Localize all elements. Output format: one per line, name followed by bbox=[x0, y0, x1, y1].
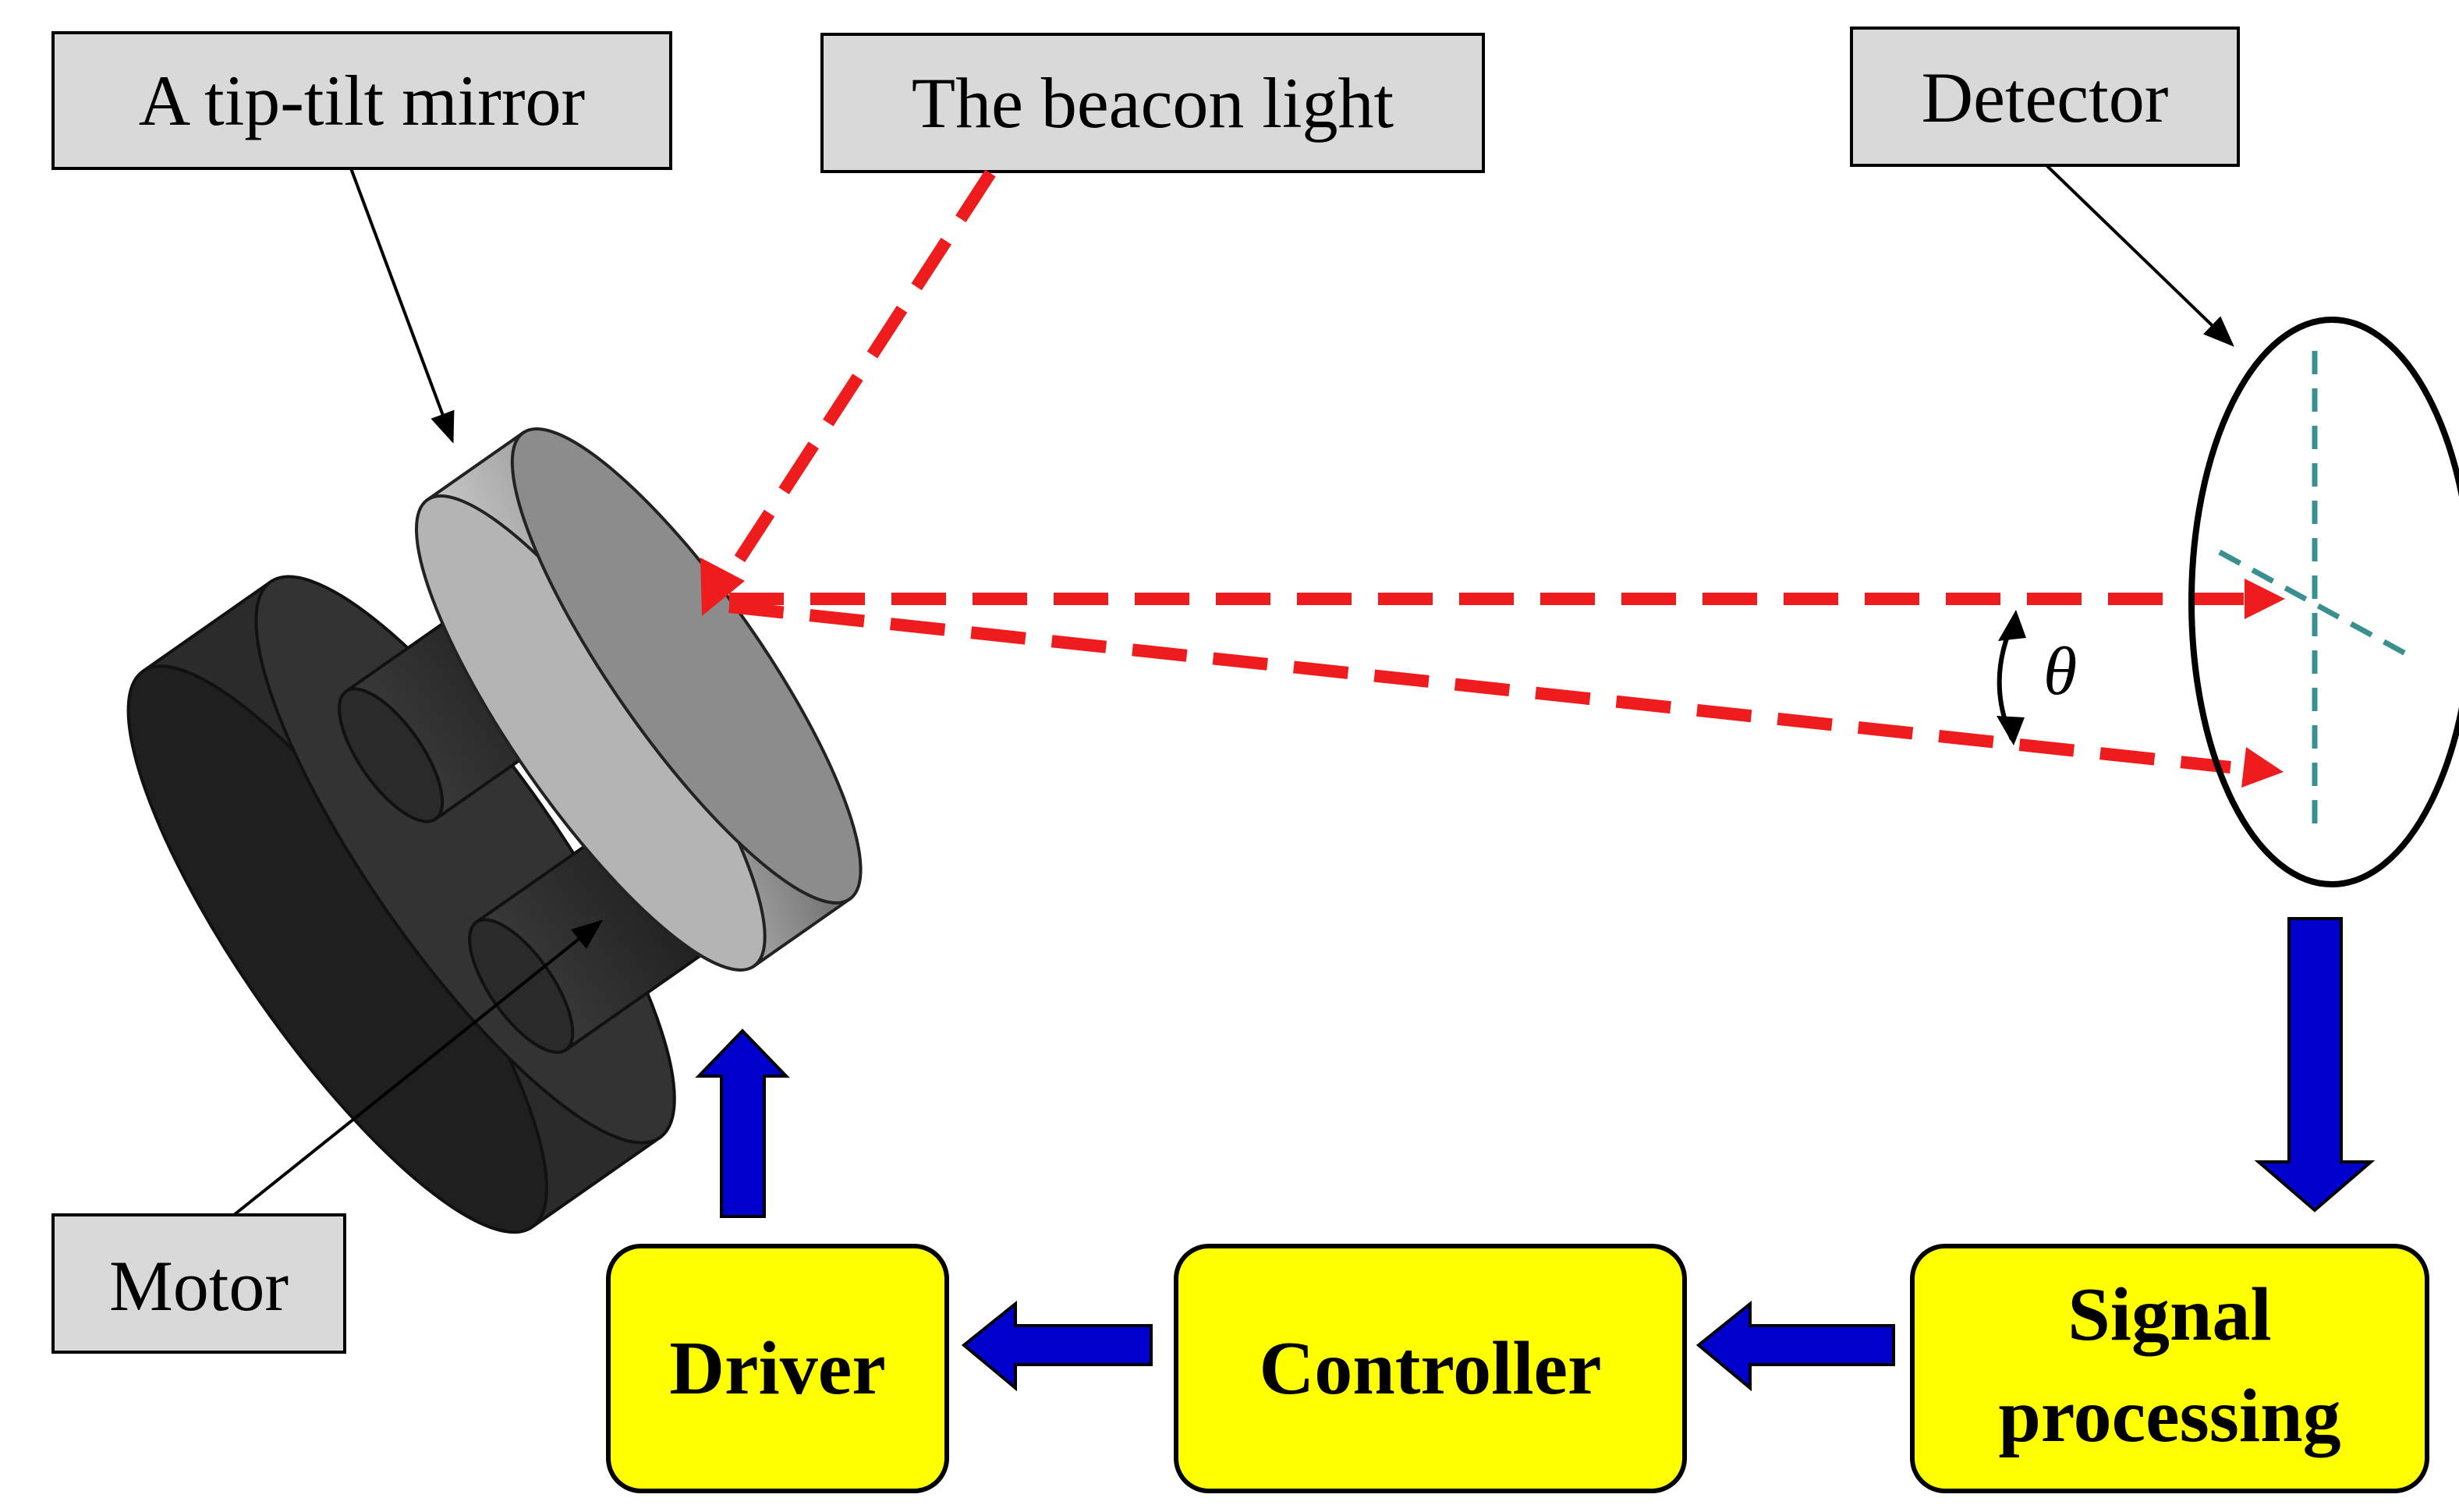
detector-ellipse bbox=[2188, 317, 2459, 887]
flow-arrows bbox=[695, 917, 2376, 1392]
reflected-beam-deflected bbox=[728, 600, 2231, 774]
motor-callout-box bbox=[51, 1213, 346, 1354]
driver-box bbox=[606, 1244, 949, 1493]
detector-to-signal-arrow bbox=[2254, 917, 2376, 1213]
beacon-callout-box bbox=[820, 33, 1485, 173]
controller-block: Controller bbox=[1174, 1244, 1687, 1493]
beacon-callout-label: The beacon light bbox=[912, 63, 1394, 143]
tip-tilt-mirror-disk bbox=[414, 427, 863, 972]
angle-arc-tip-bottom bbox=[1997, 716, 2025, 745]
mirror-callout-box bbox=[51, 31, 672, 170]
signal-processing-label-line2: processing bbox=[1998, 1374, 2340, 1458]
reference-arrowhead bbox=[2245, 579, 2285, 619]
mirror-callout-label: A tip-tilt mirror bbox=[139, 61, 585, 140]
driver-to-mirror-arrow bbox=[695, 1029, 790, 1218]
angle-indicator: θ bbox=[1997, 610, 2077, 745]
angle-theta-label: θ bbox=[2043, 634, 2077, 710]
controller-label: Controller bbox=[1259, 1326, 1601, 1411]
beacon-incoming-beam bbox=[720, 169, 996, 585]
detector-callout-box bbox=[1850, 27, 2240, 167]
signal-processing-block: Signal processing bbox=[1910, 1244, 2429, 1493]
deflected-arrowhead bbox=[2241, 747, 2284, 788]
beacon-callout: The beacon light bbox=[820, 33, 1485, 173]
signal-to-controller-arrow bbox=[1695, 1300, 1895, 1392]
signal-processing-label-line1: Signal bbox=[2067, 1273, 2271, 1357]
beacon-arrowhead bbox=[700, 558, 745, 616]
driver-label: Driver bbox=[669, 1326, 886, 1411]
beams bbox=[720, 169, 2246, 774]
mirror-callout: A tip-tilt mirror bbox=[51, 31, 672, 444]
angle-arc-tip-top bbox=[1998, 610, 2026, 641]
detector-callout-label: Detector bbox=[1922, 58, 2169, 137]
motor-leader-line bbox=[232, 919, 604, 1216]
controller-box bbox=[1174, 1244, 1687, 1493]
controller-to-driver-arrow bbox=[961, 1300, 1153, 1392]
detector-callout: Detector bbox=[1850, 27, 2240, 347]
beam-arrowheads bbox=[700, 558, 2285, 788]
mirror-leader-line bbox=[349, 168, 455, 444]
signal-processing-box bbox=[1910, 1244, 2429, 1493]
detector bbox=[2188, 317, 2459, 887]
driver-block: Driver bbox=[606, 1244, 949, 1493]
motor-callout-label: Motor bbox=[109, 1246, 289, 1326]
motor-callout: Motor bbox=[51, 919, 604, 1354]
detector-leader-line bbox=[2045, 164, 2234, 347]
mirror-assembly bbox=[126, 427, 863, 1234]
